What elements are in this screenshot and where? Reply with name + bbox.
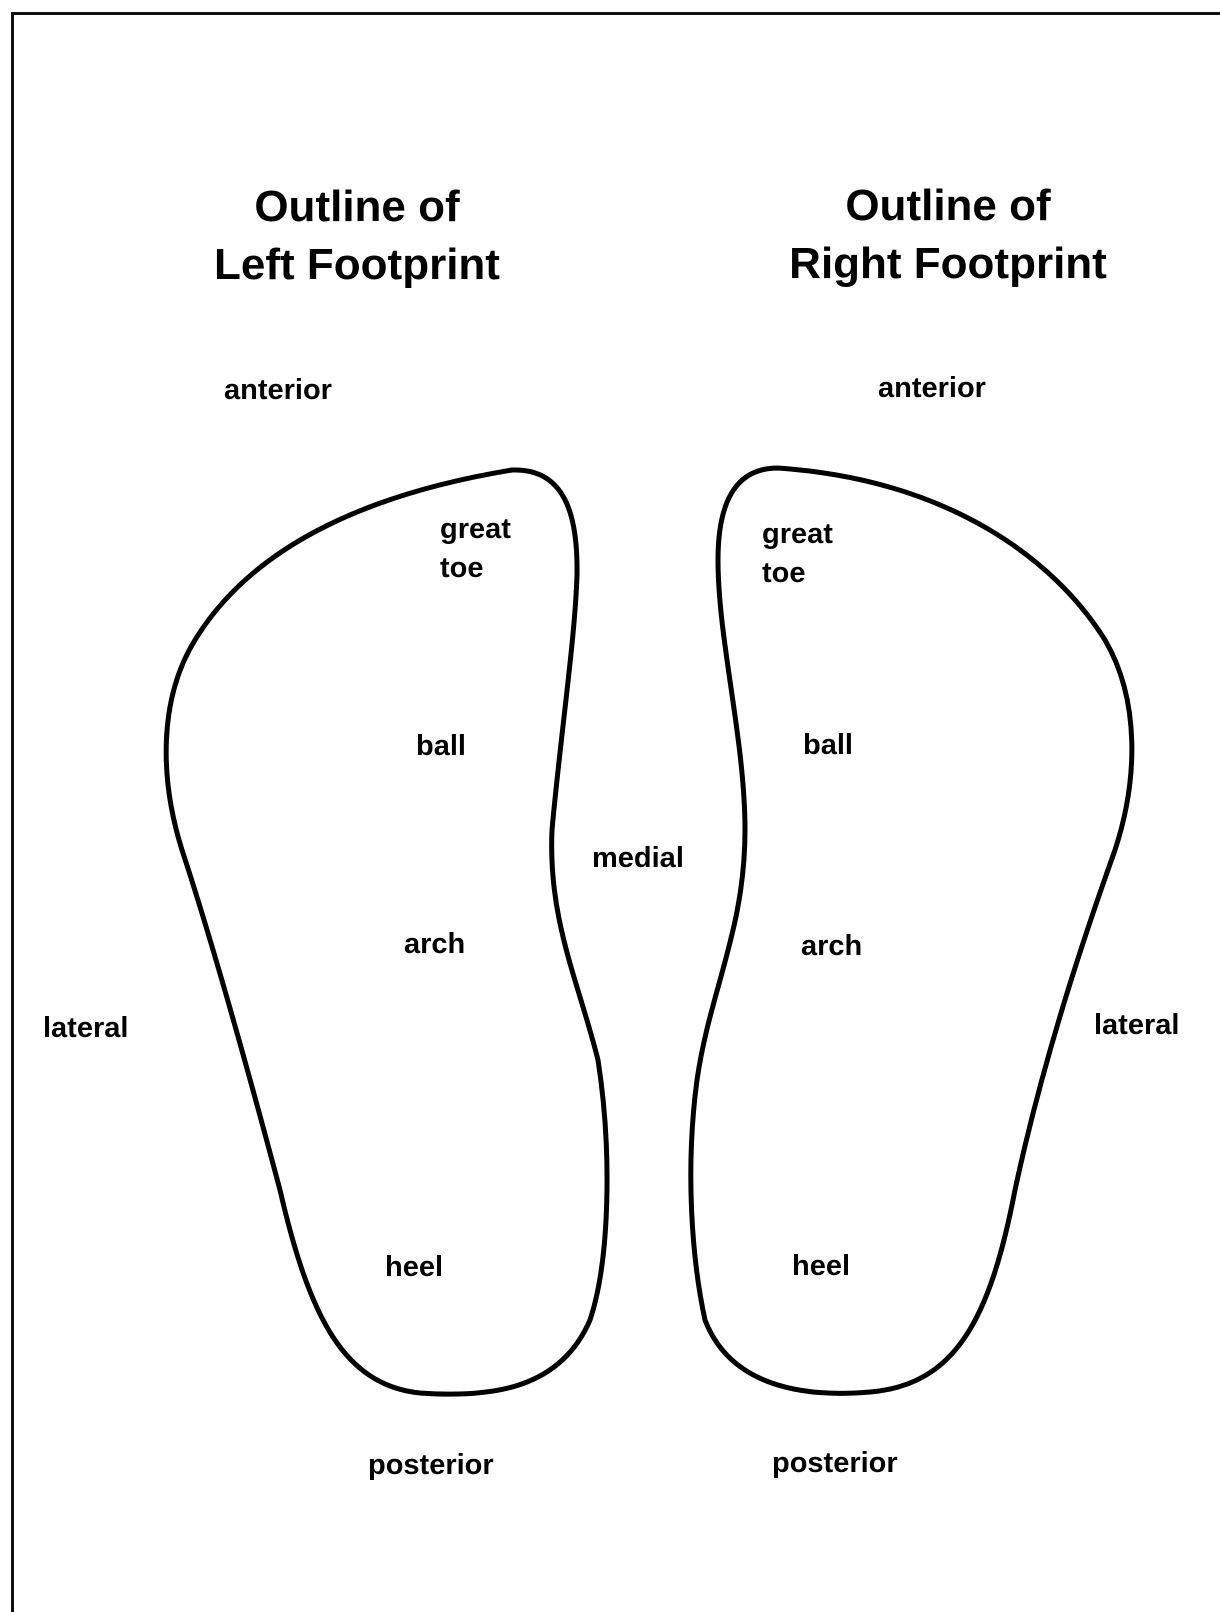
- right-footprint-title: Outline of Right Footprint: [789, 177, 1107, 293]
- right-title-line2: Right Footprint: [789, 235, 1107, 293]
- left-anterior-label: anterior: [224, 373, 332, 407]
- right-anterior-label: anterior: [878, 371, 986, 405]
- left-title-line2: Left Footprint: [214, 236, 500, 294]
- left-heel-label: heel: [385, 1250, 443, 1284]
- right-heel-label: heel: [792, 1249, 850, 1283]
- right-posterior-label: posterior: [772, 1446, 898, 1480]
- left-lateral-label: lateral: [43, 1011, 128, 1045]
- medial-label: medial: [592, 841, 684, 875]
- right-great-toe-line2: toe: [762, 554, 833, 593]
- right-arch-label: arch: [801, 929, 862, 963]
- left-great-toe-label: great toe: [440, 510, 511, 588]
- left-great-toe-line1: great: [440, 510, 511, 549]
- left-great-toe-line2: toe: [440, 549, 511, 588]
- right-title-line1: Outline of: [789, 177, 1107, 235]
- right-ball-label: ball: [803, 728, 853, 762]
- right-great-toe-line1: great: [762, 515, 833, 554]
- right-lateral-label: lateral: [1094, 1008, 1179, 1042]
- right-footprint-outline: [691, 468, 1132, 1393]
- right-great-toe-label: great toe: [762, 515, 833, 593]
- left-arch-label: arch: [404, 927, 465, 961]
- left-title-line1: Outline of: [214, 178, 500, 236]
- left-footprint-title: Outline of Left Footprint: [214, 178, 500, 294]
- left-posterior-label: posterior: [368, 1448, 494, 1482]
- left-ball-label: ball: [416, 729, 466, 763]
